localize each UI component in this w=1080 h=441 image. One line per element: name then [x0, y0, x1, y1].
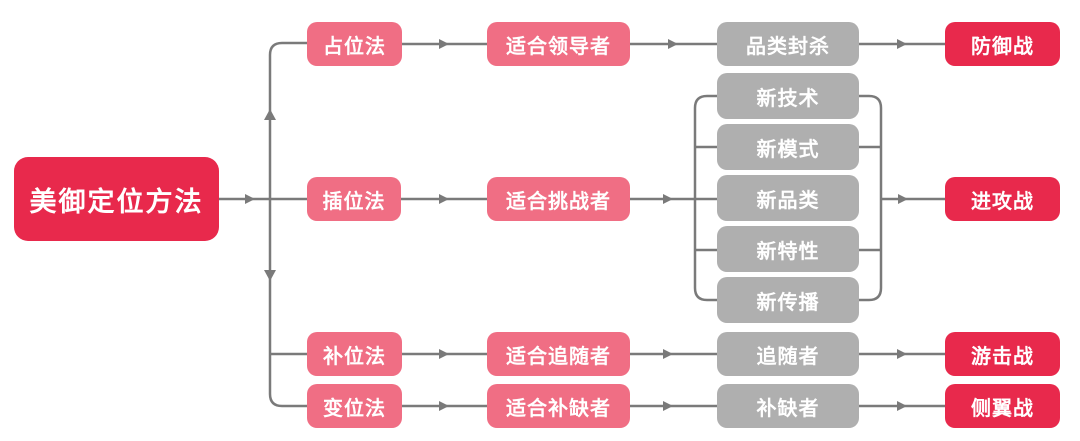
arrowhead-icon [245, 194, 255, 204]
node-new-technology: 新技术 [717, 73, 859, 119]
connector-trunk-up [268, 41, 307, 199]
node-new-communication: 新传播 [717, 277, 859, 323]
arrowhead-icon [439, 194, 449, 204]
arrowhead-icon [897, 349, 907, 359]
node-method-occupy: 占位法 [307, 22, 402, 66]
node-method-insert: 插位法 [307, 177, 401, 221]
node-fit-follower: 适合追随者 [487, 332, 630, 376]
arrowhead-icon [668, 39, 678, 49]
node-war-attack: 进攻战 [945, 177, 1060, 221]
node-new-category: 新品类 [717, 175, 859, 221]
arrowhead-icon [898, 194, 908, 204]
arrowhead-up-icon [264, 109, 276, 120]
arrowhead-icon [663, 194, 673, 204]
node-fit-nicher: 适合补缺者 [487, 384, 630, 428]
node-root-positioning-method: 美御定位方法 [14, 157, 219, 241]
arrowhead-icon [897, 39, 907, 49]
bracket-right [859, 94, 883, 302]
arrowhead-icon [663, 401, 673, 411]
arrowhead-icon [663, 349, 673, 359]
arrowhead-icon [439, 349, 449, 359]
node-new-feature: 新特性 [717, 226, 859, 272]
node-fit-challenger: 适合挑战者 [487, 177, 630, 221]
node-war-flanking: 侧翼战 [945, 384, 1060, 428]
connector-trunk-down [268, 199, 307, 408]
node-war-guerrilla: 游击战 [945, 332, 1060, 376]
node-nicher: 补缺者 [717, 384, 859, 428]
arrowhead-icon [439, 401, 449, 411]
bracket-left [693, 94, 717, 302]
node-fit-leader: 适合领导者 [487, 22, 630, 66]
arrowhead-icon [897, 401, 907, 411]
node-follower: 追随者 [717, 332, 859, 376]
node-war-defense: 防御战 [945, 22, 1060, 66]
node-method-fillin: 补位法 [307, 332, 402, 376]
arrowhead-down-icon [264, 270, 276, 281]
node-new-model: 新模式 [717, 124, 859, 170]
arrowhead-icon [439, 39, 449, 49]
node-category-block: 品类封杀 [717, 22, 859, 66]
node-method-shift: 变位法 [307, 384, 402, 428]
